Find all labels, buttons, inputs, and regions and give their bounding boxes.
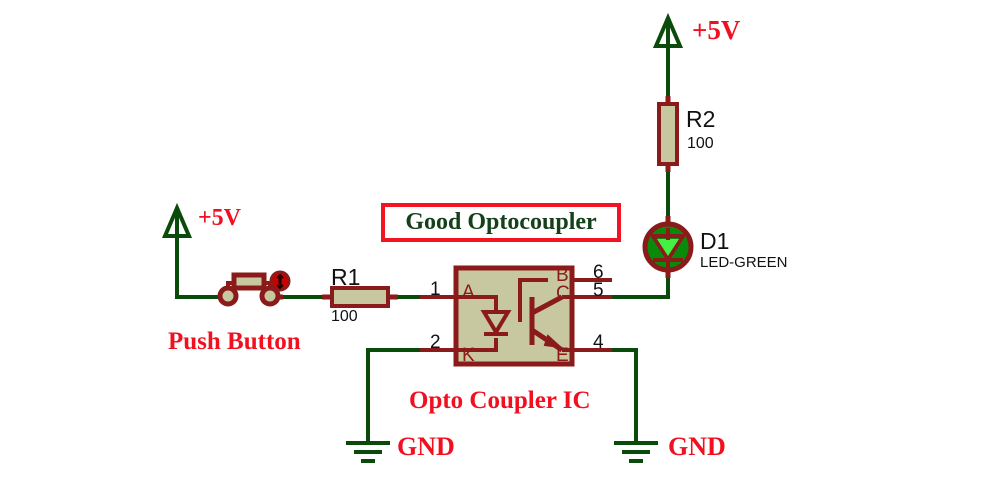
ground-symbol-left <box>346 420 390 463</box>
resistor-r1 <box>322 286 398 308</box>
title-text: Good Optocoupler <box>405 209 597 235</box>
led-lit-fill <box>657 239 679 256</box>
wires <box>175 28 670 442</box>
pin-number-6: 6 <box>593 262 604 283</box>
push-button-label: Push Button <box>168 328 301 355</box>
d1-value-label: LED-GREEN <box>700 254 788 271</box>
pin-number-4: 4 <box>593 332 604 353</box>
power-label-top-right: +5V <box>692 15 741 45</box>
ground-label-right: GND <box>668 432 726 461</box>
pin-name-b: B <box>556 265 569 286</box>
power-symbol-top-right <box>652 12 684 70</box>
optocoupler-label: Opto Coupler IC <box>409 387 591 414</box>
r2-ref-label: R2 <box>686 106 716 132</box>
pin-name-k: K <box>462 345 475 366</box>
title-box: Good Optocoupler <box>381 203 621 242</box>
r2-value-label: 100 <box>687 135 714 152</box>
arrow-up-icon <box>652 12 684 48</box>
ground-label-left: GND <box>397 432 455 461</box>
pin-number-1: 1 <box>430 279 441 300</box>
power-label-left: +5V <box>198 205 242 231</box>
pin-number-2: 2 <box>430 332 441 353</box>
r1-ref-label: R1 <box>331 264 361 290</box>
pin-name-e: E <box>556 345 569 366</box>
led-d1 <box>642 216 694 278</box>
arrow-up-icon <box>161 202 193 238</box>
push-button-symbol[interactable] <box>217 270 291 307</box>
wire-d1-to-pin5 <box>590 270 670 299</box>
ic-internal-led <box>456 295 512 352</box>
optocoupler-ic <box>420 265 612 367</box>
pin-name-a: A <box>462 282 475 303</box>
d1-ref-label: D1 <box>700 228 730 254</box>
pin-number-5: 5 <box>593 280 604 301</box>
ic-internal-phototransistor <box>518 278 572 353</box>
pin-name-c: C <box>556 283 570 304</box>
pushbutton-actuator <box>231 272 267 291</box>
r1-value-label: 100 <box>331 308 358 325</box>
resistor-r2 <box>657 96 679 172</box>
ground-symbol-right <box>614 420 658 463</box>
power-symbol-left <box>161 202 193 260</box>
